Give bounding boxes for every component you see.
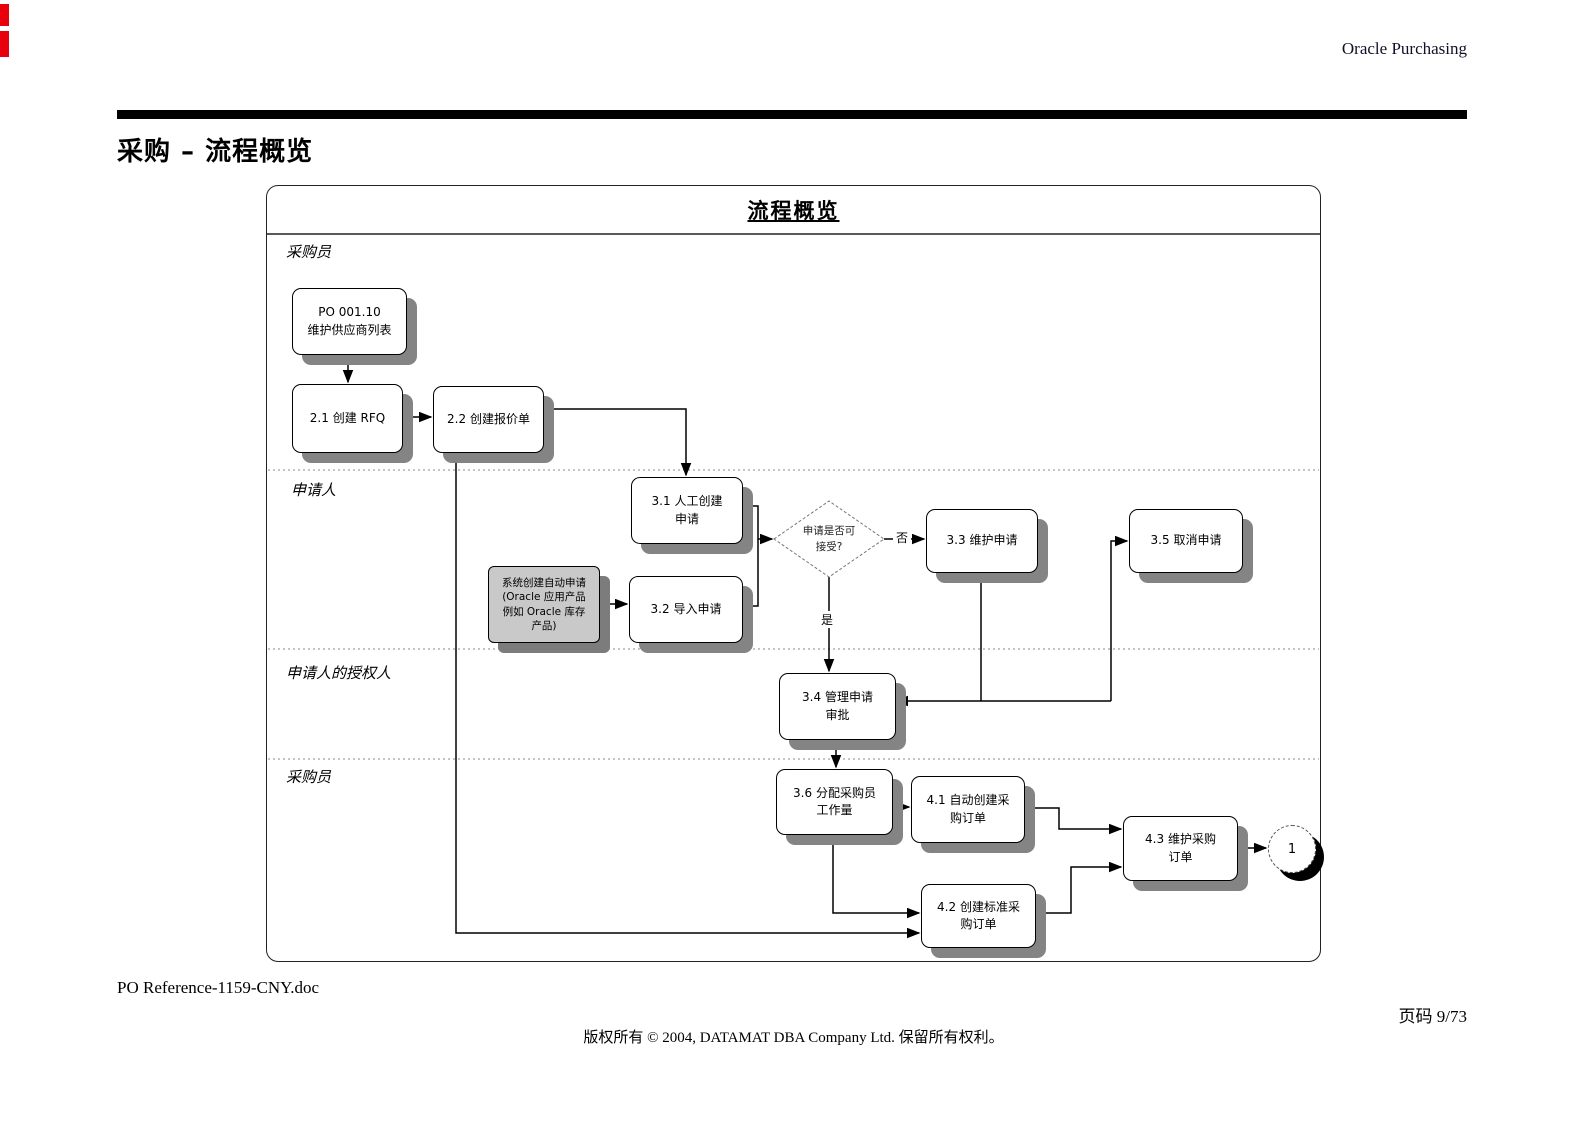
node-po-maintain-suppliers: PO 001.10 维护供应商列表 <box>292 288 407 355</box>
edge-32-to-decision <box>741 539 759 607</box>
node-assign-buyer-workload: 3.6 分配采购员 工作量 <box>776 769 893 835</box>
edge-36-to-42 <box>832 833 921 919</box>
edge-label-yes: 是 <box>818 611 837 628</box>
process-overview-diagram: 流程概览 采购员 申请人 申请人的授权人 采购员 PO 001.10 维护供应商… <box>266 185 1321 962</box>
edge-42-to-43 <box>1034 861 1123 914</box>
edge-label-no: 否 <box>893 529 912 546</box>
decision-diamond <box>773 500 885 578</box>
end-connector-node: 1 <box>1268 825 1316 873</box>
header-product-name: Oracle Purchasing <box>1341 39 1467 58</box>
lane-label-buyer-2: 采购员 <box>286 770 332 786</box>
edge-31-to-decision <box>741 505 774 545</box>
decision-label: 申请是否可 接受? <box>802 525 856 554</box>
node-auto-create-po: 4.1 自动创建采 购订单 <box>911 776 1025 843</box>
edge-22-to-42 <box>455 451 921 939</box>
footer-page-number: 页码 9/73 <box>1398 1007 1467 1026</box>
edge-up-to-35 <box>1110 535 1129 701</box>
lane-label-requester: 申请人 <box>291 483 337 499</box>
footer-copyright: 版权所有 © 2004, DATAMAT DBA Company Ltd. 保留… <box>583 1030 1004 1046</box>
diagram-title: 流程概览 <box>747 199 840 223</box>
page-title: 采购 – 流程概览 <box>117 137 314 167</box>
node-system-auto-req: 系统创建自动申请 (Oracle 应用产品 例如 Oracle 库存 产品) <box>488 566 600 643</box>
node-manual-create-req: 3.1 人工创建 申请 <box>631 477 743 544</box>
left-edge-red-mark <box>0 4 9 26</box>
edge-41-to-43 <box>1023 807 1123 835</box>
node-manage-req-approval: 3.4 管理申请 审批 <box>779 673 896 740</box>
node-import-req: 3.2 导入申请 <box>629 576 743 643</box>
left-edge-red-mark <box>0 31 9 57</box>
header-rule <box>117 110 1467 119</box>
footer-filename: PO Reference-1159-CNY.doc <box>117 978 320 997</box>
lane-label-approver: 申请人的授权人 <box>286 666 392 682</box>
edge-22-to-31 <box>542 408 692 477</box>
node-create-rfq: 2.1 创建 RFQ <box>292 384 403 453</box>
node-maintain-po: 4.3 维护采购 订单 <box>1123 816 1238 881</box>
node-maintain-req: 3.3 维护申请 <box>926 509 1038 573</box>
lane-label-buyer-1: 采购员 <box>286 245 332 261</box>
node-cancel-req: 3.5 取消申请 <box>1129 509 1243 573</box>
node-create-quotation: 2.2 创建报价单 <box>433 386 544 453</box>
node-create-standard-po: 4.2 创建标准采 购订单 <box>921 884 1036 948</box>
